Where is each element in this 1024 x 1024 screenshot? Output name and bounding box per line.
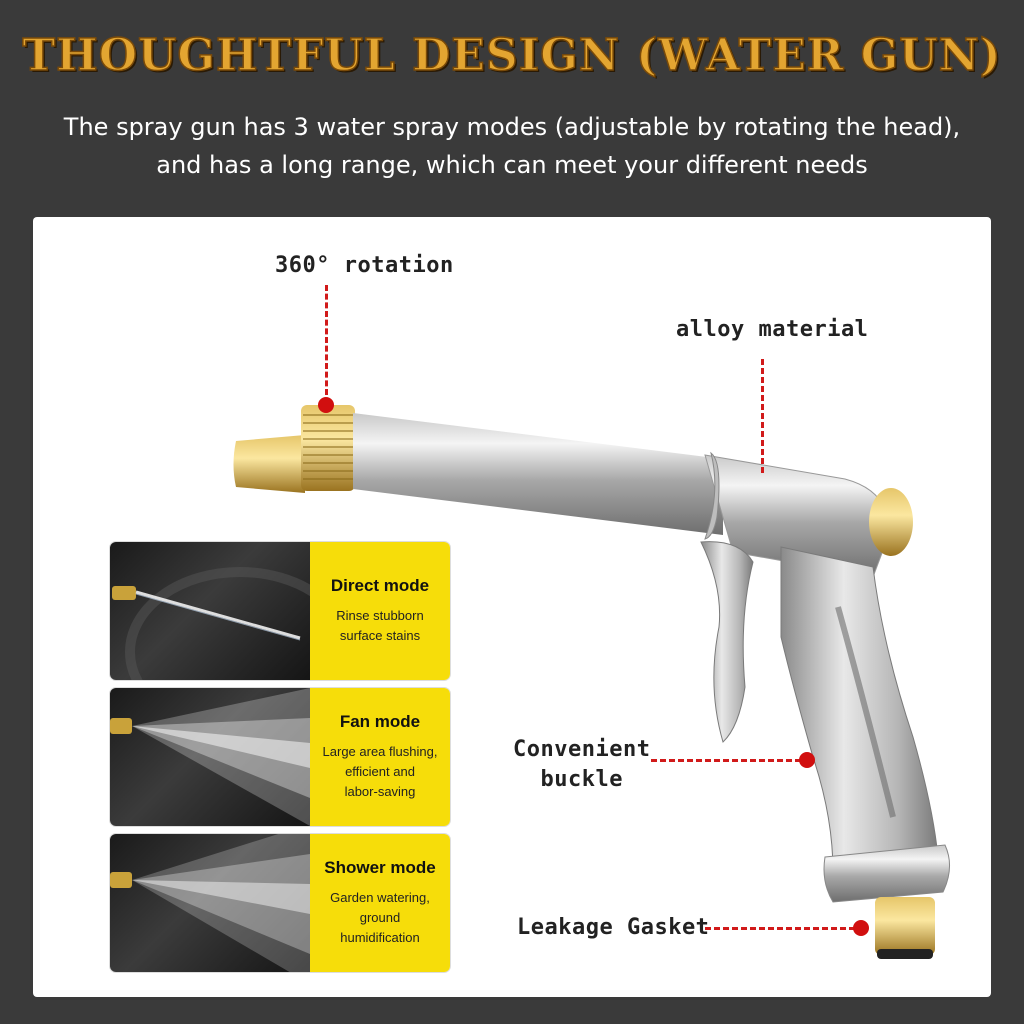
- rear-cap: [869, 488, 913, 556]
- base-collar: [823, 844, 950, 903]
- shower-mode-text: Shower mode Garden watering, ground humi…: [310, 834, 450, 972]
- callout-buckle-line-1: Convenient: [513, 737, 651, 762]
- shower-mode-title: Shower mode: [324, 858, 436, 877]
- fan-mode-title: Fan mode: [339, 712, 421, 731]
- rotation-ring: [301, 405, 355, 491]
- nozzle-tip: [233, 435, 305, 493]
- callout-rotation-line: [325, 285, 328, 395]
- direct-mode-photo: [110, 542, 355, 680]
- callout-alloy-line: [761, 359, 764, 473]
- connector: [875, 897, 935, 955]
- shower-mode-desc-2: ground: [359, 910, 401, 925]
- mode-card-shower: Shower mode Garden watering, ground humi…: [110, 834, 450, 972]
- fan-mode-desc-2: efficient and: [345, 764, 415, 779]
- callout-buckle-dot: [799, 752, 815, 768]
- subtitle-line-2: and has a long range, which can meet you…: [156, 151, 868, 179]
- spray-gun-image: [233, 405, 950, 959]
- callout-buckle-line-2: buckle: [540, 767, 623, 792]
- callout-gasket-label: Leakage Gasket: [517, 915, 710, 940]
- callout-rotation-label: 360° rotation: [275, 253, 454, 278]
- direct-mode-desc-2: surface stains: [339, 628, 421, 643]
- mode-card-fan: Fan mode Large area flushing, efficient …: [110, 688, 450, 826]
- callout-gasket-line: [705, 927, 855, 930]
- direct-mode-desc-1: Rinse stubborn: [336, 608, 424, 623]
- callout-buckle-line: [651, 759, 801, 762]
- page-title: THOUGHTFUL DESIGN (WATER GUN): [22, 29, 1002, 82]
- callout-gasket-dot: [853, 920, 869, 936]
- shower-mode-photo: [110, 834, 310, 972]
- page-subtitle: The spray gun has 3 water spray modes (a…: [0, 108, 1024, 184]
- callout-buckle-label: Convenient buckle: [513, 735, 650, 795]
- fan-mode-text: Fan mode Large area flushing, efficient …: [310, 688, 450, 826]
- mode-card-direct: Direct mode Rinse stubborn surface stain…: [110, 542, 450, 680]
- shower-mode-desc-3: humidification: [340, 930, 420, 945]
- callout-rotation-dot: [318, 397, 334, 413]
- callout-alloy-label: alloy material: [676, 317, 869, 342]
- barrel: [353, 413, 723, 535]
- direct-mode-title: Direct mode: [330, 576, 430, 595]
- direct-mode-text: Direct mode Rinse stubborn surface stain…: [310, 542, 450, 680]
- trigger: [700, 541, 754, 743]
- fan-mode-desc-1: Large area flushing,: [322, 744, 438, 759]
- fan-mode-photo: [110, 688, 310, 826]
- subtitle-line-1: The spray gun has 3 water spray modes (a…: [63, 113, 961, 141]
- shower-mode-desc-1: Garden watering,: [330, 890, 430, 905]
- handle: [780, 546, 939, 873]
- fan-mode-desc-3: labor-saving: [344, 784, 416, 799]
